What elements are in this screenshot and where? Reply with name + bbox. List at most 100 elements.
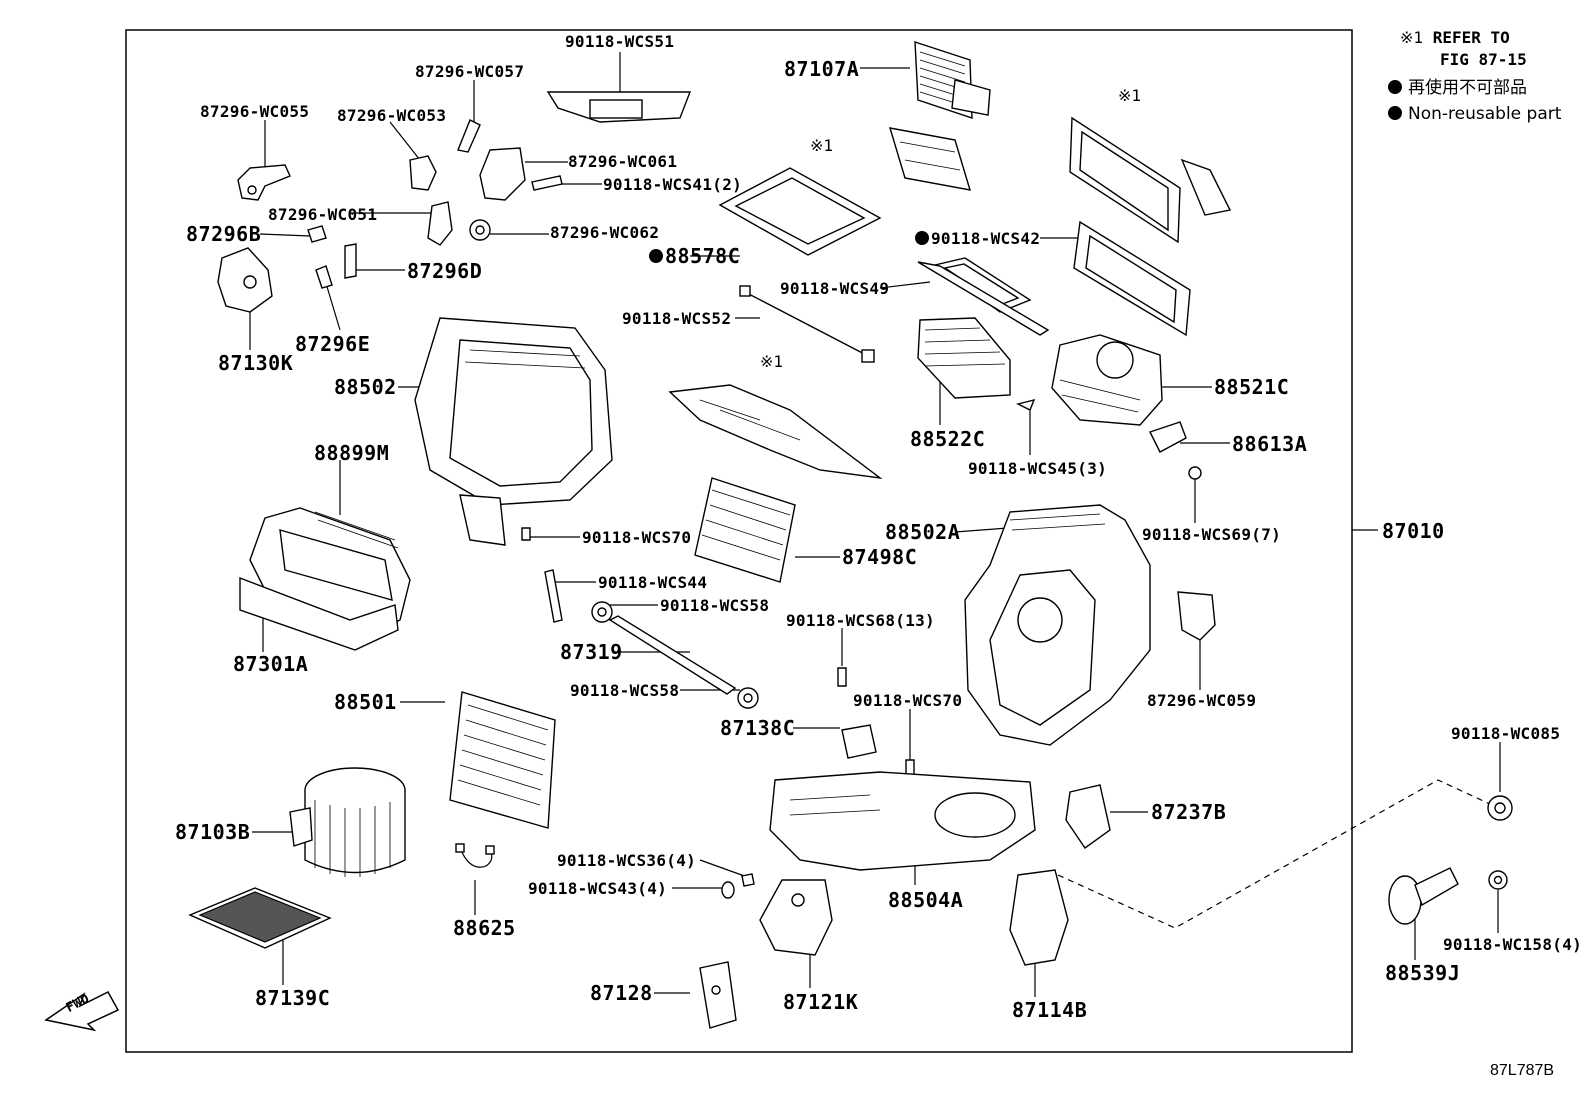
part-label-87296-wc062[interactable]: 87296-WC062 — [550, 223, 660, 242]
part-label-90118-wcs49[interactable]: 90118-WCS49 — [780, 279, 890, 298]
part-label-87010[interactable]: 87010 — [1382, 519, 1445, 543]
part-88625-art — [455, 843, 495, 868]
part-label-90118-wcs45[interactable]: 90118-WCS45(3) — [968, 459, 1108, 478]
part-label-87301a[interactable]: 87301A — [233, 652, 309, 676]
part-label-87237b[interactable]: 87237B — [1151, 800, 1227, 824]
part-label-88539j[interactable]: 88539J — [1385, 961, 1461, 985]
figure-id: 87L787B — [1490, 1062, 1555, 1079]
part-label-87498c[interactable]: 87498C — [842, 545, 918, 569]
part-label-88521c[interactable]: 88521C — [1214, 375, 1290, 399]
part-88522c-art — [917, 317, 1011, 399]
part-label-90118-wcs58b[interactable]: 90118-WCS58 — [570, 681, 680, 700]
part-90118-wcs45-art — [1015, 398, 1036, 411]
part-label-87130k[interactable]: 87130K — [218, 351, 294, 375]
part-87301a-art — [239, 576, 399, 651]
part-87107a-art — [914, 41, 991, 119]
part-label-87296-wc057[interactable]: 87296-WC057 — [415, 62, 525, 81]
part-87103b-art — [289, 767, 406, 877]
part-label-90118-wcs36[interactable]: 90118-WCS36(4) — [557, 851, 697, 870]
fwd-arrow-icon — [44, 991, 120, 1032]
part-label-90118-wcs42[interactable]: 90118-WCS42 — [931, 229, 1041, 248]
legend-nonreusable-en: Non-reusable part — [1388, 104, 1561, 124]
part-90118-wcs69-art — [1188, 466, 1202, 480]
part-label-87296-wc059[interactable]: 87296-WC059 — [1147, 691, 1257, 710]
legend-refer-line2: FIG 87-15 — [1440, 50, 1527, 69]
part-90118-wc158-art — [1488, 870, 1508, 890]
part-label-90118-wcs44[interactable]: 90118-WCS44 — [598, 573, 708, 592]
part-label-87128[interactable]: 87128 — [590, 981, 653, 1005]
part-label-87121k[interactable]: 87121K — [783, 990, 859, 1014]
part-label-87319[interactable]: 87319 — [560, 640, 623, 664]
part-label-87107a[interactable]: 87107A — [784, 57, 860, 81]
part-ref1-mid-duct-art — [668, 384, 883, 480]
part-90118-wcs68-art — [837, 667, 847, 687]
legend-nonreusable-jp: 再使用不可部品 — [1388, 78, 1527, 98]
part-label-87296-wc055[interactable]: 87296-WC055 — [200, 102, 310, 121]
part-87498c-art — [694, 477, 796, 583]
part-label-88522c[interactable]: 88522C — [910, 427, 986, 451]
part-label-90118-wcs41[interactable]: 90118-WCS41(2) — [603, 175, 743, 194]
part-label-90118-wcs68[interactable]: 90118-WCS68(13) — [786, 611, 935, 630]
part-label-88501[interactable]: 88501 — [334, 690, 397, 714]
part-87139c-art — [188, 887, 332, 949]
assembly-frame — [125, 29, 1353, 1053]
part-87296-wc051-art — [427, 201, 453, 246]
part-87296d-art — [344, 243, 357, 279]
part-label-88502a[interactable]: 88502A — [885, 520, 961, 544]
part-label-88578c[interactable]: 88578C — [665, 244, 741, 268]
part-label-90118-wcs43[interactable]: 90118-WCS43(4) — [528, 879, 668, 898]
part-90118-wcs70a-art — [521, 527, 531, 541]
part-label-87103b[interactable]: 87103B — [175, 820, 251, 844]
part-87296-wc055-art — [237, 164, 291, 201]
part-label-87296-wc051[interactable]: 87296-WC051 — [268, 205, 378, 224]
part-label-90118-wcs69[interactable]: 90118-WCS69(7) — [1142, 525, 1282, 544]
part-label-87138c[interactable]: 87138C — [720, 716, 796, 740]
part-label-90118-wc085[interactable]: 90118-WC085 — [1451, 724, 1561, 743]
part-label-88504a[interactable]: 88504A — [888, 888, 964, 912]
part-90118-wcs52-art — [739, 285, 875, 363]
part-label-87296b[interactable]: 87296B — [186, 222, 262, 246]
part-label-88613a[interactable]: 88613A — [1232, 432, 1308, 456]
part-label-87114b[interactable]: 87114B — [1012, 998, 1088, 1022]
part-label-88625[interactable]: 88625 — [453, 916, 516, 940]
part-label-90118-wcs70b[interactable]: 90118-WCS70 — [853, 691, 963, 710]
part-87296-wc059-art — [1177, 591, 1216, 641]
ref-mark: ※1 — [760, 352, 784, 371]
part-label-90118-wcs70a[interactable]: 90118-WCS70 — [582, 528, 692, 547]
part-87296e-art — [315, 265, 333, 289]
part-label-90118-wcs52[interactable]: 90118-WCS52 — [622, 309, 732, 328]
ref-mark: ※1 — [810, 136, 834, 155]
part-90118-wc085-art — [1487, 795, 1513, 821]
part-label-90118-wcs51[interactable]: 90118-WCS51 — [565, 32, 675, 51]
part-88578c-art — [718, 167, 882, 256]
part-label-90118-wc158[interactable]: 90118-WC158(4) — [1443, 935, 1583, 954]
part-88539j-art — [1388, 867, 1459, 925]
part-label-87296e[interactable]: 87296E — [295, 332, 371, 356]
bullet-dot-icon — [1388, 106, 1402, 120]
bullet-dot-icon — [1388, 80, 1402, 94]
part-ref1-upper-art — [889, 127, 971, 191]
part-label-87139c[interactable]: 87139C — [255, 986, 331, 1010]
part-90118-wcs43-art — [721, 881, 735, 899]
part-87114b-art — [1009, 869, 1069, 966]
refer-symbol: ※1 — [1400, 28, 1424, 47]
part-87130k-art — [217, 247, 273, 313]
part-87121k-art — [759, 879, 833, 956]
part-label-87296-wc061[interactable]: 87296-WC061 — [568, 152, 678, 171]
part-label-88899m[interactable]: 88899M — [314, 441, 390, 465]
part-90118-wcs42-art — [1073, 220, 1191, 337]
part-87296-wc061-art — [479, 147, 526, 201]
part-label-88502[interactable]: 88502 — [334, 375, 397, 399]
part-88521c-art — [1051, 334, 1163, 426]
part-88502a-art — [964, 504, 1151, 746]
part-87138c-art — [841, 724, 877, 759]
part-87296-wc053-art — [409, 155, 437, 191]
part-ref1-right-frame-art — [1069, 116, 1232, 244]
part-label-90118-wcs58a[interactable]: 90118-WCS58 — [660, 596, 770, 615]
part-88501-art — [449, 691, 556, 829]
part-label-87296-wc053[interactable]: 87296-WC053 — [337, 106, 447, 125]
part-88613a-art — [1149, 421, 1187, 453]
part-90118-wcs49-art — [917, 257, 1050, 336]
part-label-87296d[interactable]: 87296D — [407, 259, 483, 283]
